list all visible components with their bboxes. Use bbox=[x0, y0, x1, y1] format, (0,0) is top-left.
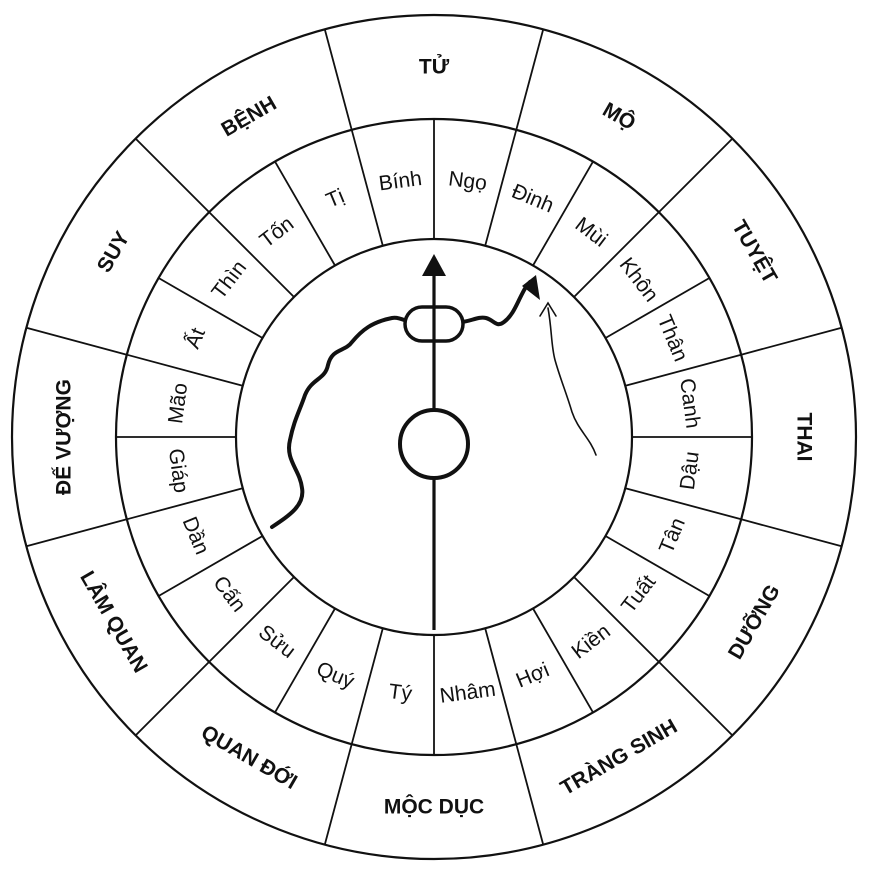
inner-sector-label: Thân bbox=[653, 312, 693, 365]
inner-sector-label: Dần bbox=[178, 514, 214, 558]
inner-sector-label: Mão bbox=[164, 382, 192, 426]
branch-stream bbox=[547, 307, 597, 456]
inner-sector-label: Đinh bbox=[508, 180, 557, 218]
inner-sector-label: Ất bbox=[181, 325, 210, 352]
flow-line-right bbox=[458, 280, 532, 327]
inner-divider bbox=[126, 487, 243, 521]
ring-dividers bbox=[26, 29, 842, 845]
outer-sector-label: QUAN ĐỚI bbox=[197, 720, 301, 794]
inner-divider bbox=[484, 129, 518, 246]
inner-sector-label: Khôn bbox=[615, 253, 663, 306]
inner-divider bbox=[208, 576, 295, 663]
outer-sector-label: MỘ bbox=[599, 97, 640, 135]
inner-sector-label: Canh bbox=[675, 377, 704, 430]
outer-divider bbox=[134, 661, 210, 737]
outer-sector-label: TUYỆT bbox=[727, 216, 782, 288]
inner-sector-label: Sửu bbox=[254, 620, 300, 662]
inner-divider bbox=[484, 628, 518, 745]
inner-divider bbox=[532, 608, 594, 713]
outer-divider bbox=[26, 518, 128, 548]
inner-divider bbox=[605, 277, 710, 339]
center-circle bbox=[398, 408, 470, 480]
inner-sector-label: Ngọ bbox=[447, 167, 488, 195]
outer-divider bbox=[134, 137, 210, 213]
flow-arrow-right bbox=[522, 275, 540, 300]
north-arrow-icon bbox=[422, 254, 446, 276]
outer-sector-label: ĐẾ VƯỢNG bbox=[53, 379, 76, 495]
outer-sector-label: TRÀNG SINH bbox=[557, 715, 682, 800]
inner-divider bbox=[158, 277, 263, 339]
outer-sector-label: LÂM QUAN bbox=[75, 567, 152, 677]
outer-sector-label: THAI bbox=[793, 413, 816, 462]
outer-sector-label: SUY bbox=[93, 228, 135, 277]
inner-sector-label: Dậu bbox=[676, 450, 704, 491]
inner-sector-label: Tý bbox=[387, 680, 414, 706]
inner-sector-label: Cấn bbox=[208, 572, 250, 617]
outer-divider bbox=[740, 326, 842, 356]
inner-sector-label: Tốn bbox=[256, 212, 299, 252]
inner-divider bbox=[625, 353, 742, 387]
inner-divider bbox=[625, 487, 742, 521]
inner-sector-label: Thìn bbox=[207, 256, 251, 303]
outer-divider bbox=[323, 743, 353, 845]
outer-divider bbox=[26, 326, 128, 356]
outer-sector-label: MỘC DỤC bbox=[384, 795, 484, 819]
outer-divider bbox=[515, 743, 545, 845]
inner-divider bbox=[126, 353, 243, 387]
inner-sector-label: Bính bbox=[377, 167, 423, 195]
outer-divider bbox=[515, 29, 545, 131]
inner-divider bbox=[274, 608, 336, 713]
inner-divider bbox=[605, 535, 710, 597]
inner-sector-label: Giáp bbox=[164, 447, 193, 494]
inner-sector-label: Tị bbox=[323, 185, 348, 213]
inner-divider bbox=[573, 576, 660, 663]
outer-divider bbox=[658, 137, 734, 213]
inner-divider bbox=[573, 211, 660, 298]
inner-divider bbox=[208, 211, 295, 298]
outer-sector-label: BỆNH bbox=[217, 91, 281, 142]
inner-sector-label: Nhâm bbox=[438, 678, 497, 708]
outer-divider bbox=[323, 29, 353, 131]
inner-sector-label: Quý bbox=[313, 657, 358, 693]
inner-divider bbox=[158, 535, 263, 597]
inner-sector-label: Hợi bbox=[513, 658, 553, 692]
inner-sector-label: Tân bbox=[655, 515, 690, 557]
branch-stream-arrow bbox=[539, 301, 557, 317]
outer-ring-border bbox=[10, 13, 858, 861]
outer-sector-label: TỬ bbox=[419, 55, 450, 79]
inner-divider bbox=[350, 628, 384, 745]
inner-sector-label: Mùi bbox=[571, 213, 612, 252]
inner-divider bbox=[350, 129, 384, 246]
inner-divider bbox=[532, 161, 594, 266]
outer-sector-label: DƯỠNG bbox=[723, 580, 785, 663]
inner-divider bbox=[274, 161, 336, 266]
inner-sector-label: Kiền bbox=[567, 620, 614, 664]
outer-divider bbox=[658, 661, 734, 737]
inner-sector-label: Tuất bbox=[617, 571, 660, 618]
outer-divider bbox=[740, 518, 842, 548]
flow-line-left bbox=[270, 315, 412, 529]
